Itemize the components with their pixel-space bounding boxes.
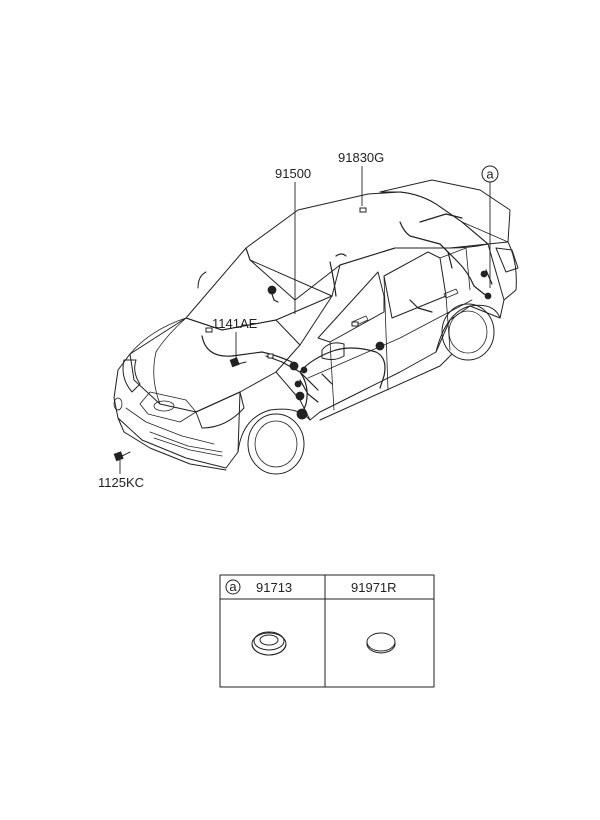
front-wheel bbox=[247, 413, 305, 475]
clip bbox=[351, 321, 359, 327]
table-header-91713: 91713 bbox=[256, 580, 292, 595]
callout-1141ae: 1141AE bbox=[212, 316, 258, 331]
clip bbox=[359, 207, 367, 213]
grille bbox=[139, 391, 197, 423]
rear-window bbox=[379, 179, 511, 245]
grommet-ring-icon bbox=[251, 631, 287, 656]
connector bbox=[295, 391, 305, 401]
callout-91500: 91500 bbox=[275, 166, 311, 181]
connector bbox=[375, 341, 385, 351]
side-body bbox=[275, 243, 505, 421]
table-ref-marker: a bbox=[225, 579, 241, 595]
car-illustration bbox=[113, 179, 519, 475]
connector bbox=[294, 380, 302, 388]
headlight-right bbox=[195, 391, 245, 429]
bolt-icon bbox=[229, 357, 247, 368]
windshield bbox=[185, 247, 333, 331]
connector bbox=[480, 270, 488, 278]
connector bbox=[289, 361, 299, 371]
side-mirror bbox=[321, 342, 345, 361]
connector bbox=[484, 292, 492, 300]
clip bbox=[205, 327, 213, 333]
tail-light bbox=[495, 247, 519, 273]
connector bbox=[267, 285, 277, 295]
table-header-91971r: 91971R bbox=[351, 580, 397, 595]
reference-letter: a bbox=[486, 167, 494, 182]
connector bbox=[300, 366, 308, 374]
parts-table: a 91713 91971R bbox=[219, 574, 435, 688]
rear-door-window bbox=[383, 251, 447, 319]
reference-marker-a: a bbox=[481, 165, 499, 183]
front-door-window bbox=[317, 271, 385, 343]
front-bumper bbox=[113, 353, 241, 469]
callout-1125kc: 1125KC bbox=[98, 475, 144, 490]
rear-door-handle bbox=[443, 288, 459, 299]
rear-wheel-arch bbox=[435, 304, 501, 353]
headlight-left bbox=[122, 359, 141, 393]
connector bbox=[296, 408, 308, 420]
callout-91830g: 91830G bbox=[338, 150, 384, 165]
clip bbox=[267, 353, 274, 359]
round-plug-cap-icon bbox=[366, 632, 396, 654]
leader-lines bbox=[119, 166, 491, 474]
table-ref-letter: a bbox=[229, 579, 237, 594]
bolt-icon bbox=[113, 451, 131, 462]
front-badge bbox=[153, 400, 175, 412]
rear-wheel bbox=[441, 303, 495, 361]
wiring-harness bbox=[201, 207, 493, 420]
